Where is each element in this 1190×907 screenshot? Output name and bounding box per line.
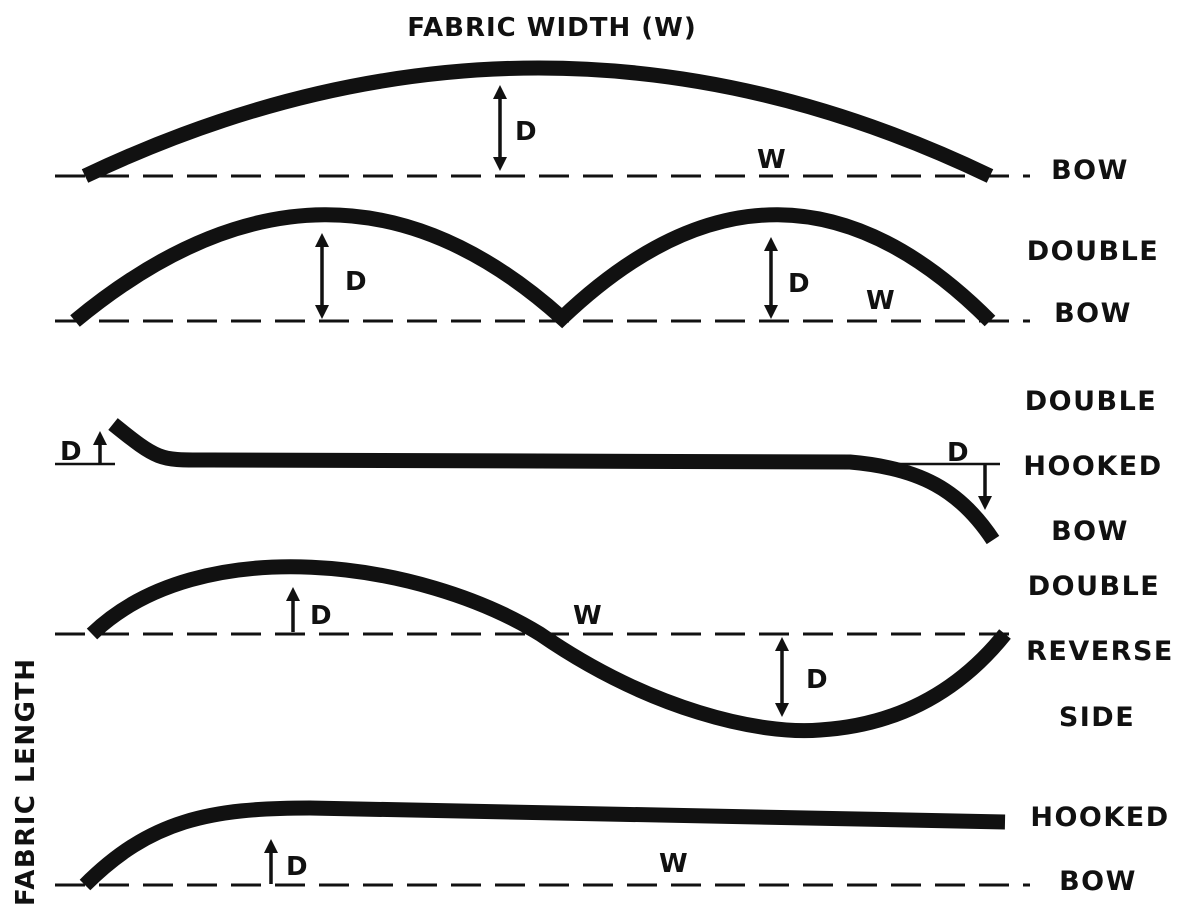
bow-width-label: W — [757, 145, 786, 175]
reverse-side-width-label: W — [573, 601, 602, 631]
row-label-double-bow-2: BOW — [1054, 298, 1132, 329]
double-hooked-bow-curve — [108, 418, 1000, 545]
row-label-double-reverse-side-1: DOUBLE — [1028, 571, 1161, 602]
hooked-bow-width-label: W — [659, 849, 688, 879]
row-label-double-hooked-bow-2: HOOKED — [1023, 451, 1162, 482]
row-label-double-reverse-side-2: REVERSE — [1026, 636, 1174, 667]
row-label-double-reverse-side-3: SIDE — [1059, 702, 1135, 733]
row-double-hooked-bow: D D DOUBLE HOOKED BOW — [55, 386, 1162, 547]
row-label-hooked-bow-2: BOW — [1059, 866, 1137, 897]
double-bow-depth-label-right: D — [788, 269, 810, 299]
double-hooked-depth-label-right: D — [947, 438, 969, 468]
double-hooked-depth-arrow-left — [93, 431, 107, 465]
side-axis-label: FABRIC LENGTH — [11, 657, 41, 906]
bow-depth-arrow — [493, 85, 507, 171]
hooked-bow-depth-label: D — [286, 852, 308, 882]
reverse-side-depth-label-left: D — [310, 601, 332, 631]
bow-curve — [81, 60, 994, 183]
double-bow-depth-arrow-right — [764, 237, 778, 319]
double-bow-curve — [70, 207, 996, 329]
hooked-bow-depth-arrow — [264, 839, 278, 884]
double-bow-depth-label-left: D — [345, 267, 367, 297]
row-hooked-bow: D W HOOKED BOW — [55, 800, 1169, 897]
row-label-double-hooked-bow-1: DOUBLE — [1025, 386, 1158, 417]
reverse-side-depth-arrow-left — [286, 587, 300, 632]
double-hooked-depth-arrow-right — [978, 464, 992, 510]
double-bow-width-label: W — [866, 286, 895, 316]
bow-depth-label: D — [515, 117, 537, 147]
row-label-bow-1: BOW — [1051, 155, 1129, 186]
row-label-hooked-bow-1: HOOKED — [1030, 802, 1169, 833]
hooked-bow-curve — [79, 800, 1006, 891]
row-label-double-hooked-bow-3: BOW — [1051, 516, 1129, 547]
row-label-double-bow-1: DOUBLE — [1027, 236, 1160, 267]
double-bow-depth-arrow-left — [315, 233, 329, 319]
double-hooked-depth-label-left: D — [60, 437, 82, 467]
row-bow: D W BOW — [55, 60, 1129, 186]
row-double-reverse-side: D W D DOUBLE REVERSE SIDE — [55, 559, 1174, 739]
row-double-bow: D D W DOUBLE BOW — [55, 207, 1160, 329]
reverse-side-depth-label-right: D — [806, 665, 828, 695]
reverse-side-depth-arrow-right — [775, 637, 789, 717]
reverse-side-curve — [86, 559, 1011, 739]
diagram-title: FABRIC WIDTH (W) — [407, 13, 696, 43]
